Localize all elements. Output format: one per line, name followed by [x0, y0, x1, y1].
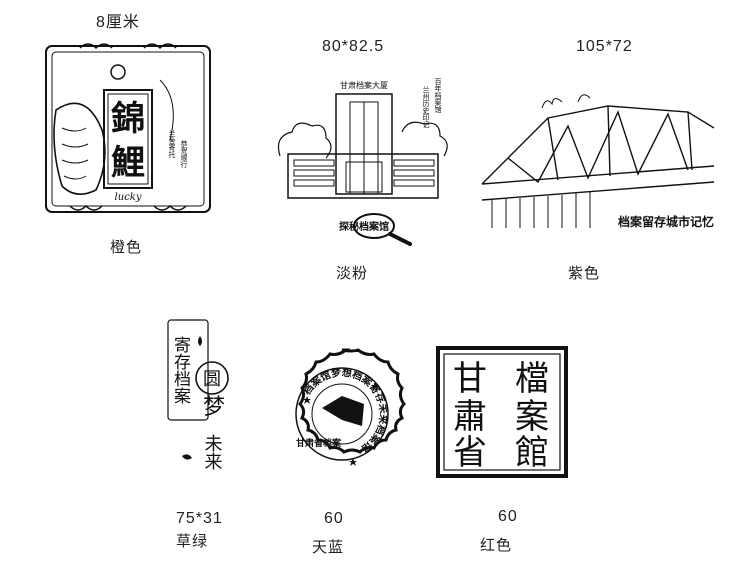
square-seal-char-3: 省	[453, 433, 487, 473]
round-seal-stamp: 档案馆梦想档案寄存未来档案馆 甘肃省档案	[274, 346, 410, 482]
koi-side-right: 恭贺顺行	[180, 140, 188, 169]
size-label-dream: 75*31	[176, 510, 223, 527]
koi-side-left: 兰舍寄托	[168, 129, 176, 158]
building-top-text: 甘肃档案大厦	[340, 80, 388, 90]
color-label-bridge: 紫色	[568, 264, 601, 282]
color-label-building: 淡粉	[336, 264, 369, 282]
square-seal-stamp: 甘 肅 省 檔 案 館	[436, 346, 568, 478]
color-label-koi: 橙色	[110, 238, 143, 256]
dream-future: 未来	[202, 434, 223, 470]
koi-lucky-tag: lucky	[115, 192, 142, 203]
square-seal-char-6: 館	[515, 433, 549, 473]
square-seal-char-1: 甘	[453, 359, 487, 399]
dream-stamp: 寄存档案 圆 梦 未来	[162, 316, 242, 490]
building-bottom-text: 探秘档案馆	[339, 220, 389, 233]
square-seal-char-5: 案	[515, 397, 549, 437]
size-label-round-seal: 60	[324, 510, 344, 527]
koi-big-char-2: 鯉	[111, 143, 145, 183]
size-label-building: 80*82.5	[322, 38, 385, 55]
square-seal-char-2: 肅	[453, 397, 487, 437]
koi-stamp: 錦 鯉 lucky 兰舍寄托 恭贺顺行	[40, 40, 216, 218]
size-label-square-seal: 60	[498, 508, 518, 525]
size-label-bridge: 105*72	[576, 38, 633, 55]
koi-big-char-1: 錦	[111, 99, 145, 139]
square-seal-char-4: 檔	[515, 359, 549, 399]
building-stamp: 甘肃档案大厦 百年档案馆 兰州历史印记 探秘档案馆	[270, 72, 460, 250]
dream-col1: 寄存档案	[170, 336, 191, 404]
size-label-koi: 8厘米	[96, 14, 140, 31]
color-label-round-seal: 天蓝	[312, 538, 345, 556]
round-seal-left-text: 甘肃省档案	[296, 437, 342, 449]
building-right-text-2: 兰州历史印记	[422, 85, 430, 128]
color-label-square-seal: 红色	[480, 536, 513, 554]
building-right-text: 百年档案馆	[434, 78, 442, 114]
bridge-caption: 档案留存城市记忆	[618, 214, 714, 229]
dream-char: 梦	[203, 395, 225, 420]
dream-circle-char: 圆	[203, 369, 221, 390]
bridge-stamp: 档案留存城市记忆	[478, 88, 716, 238]
color-label-dream: 草绿	[176, 532, 209, 550]
